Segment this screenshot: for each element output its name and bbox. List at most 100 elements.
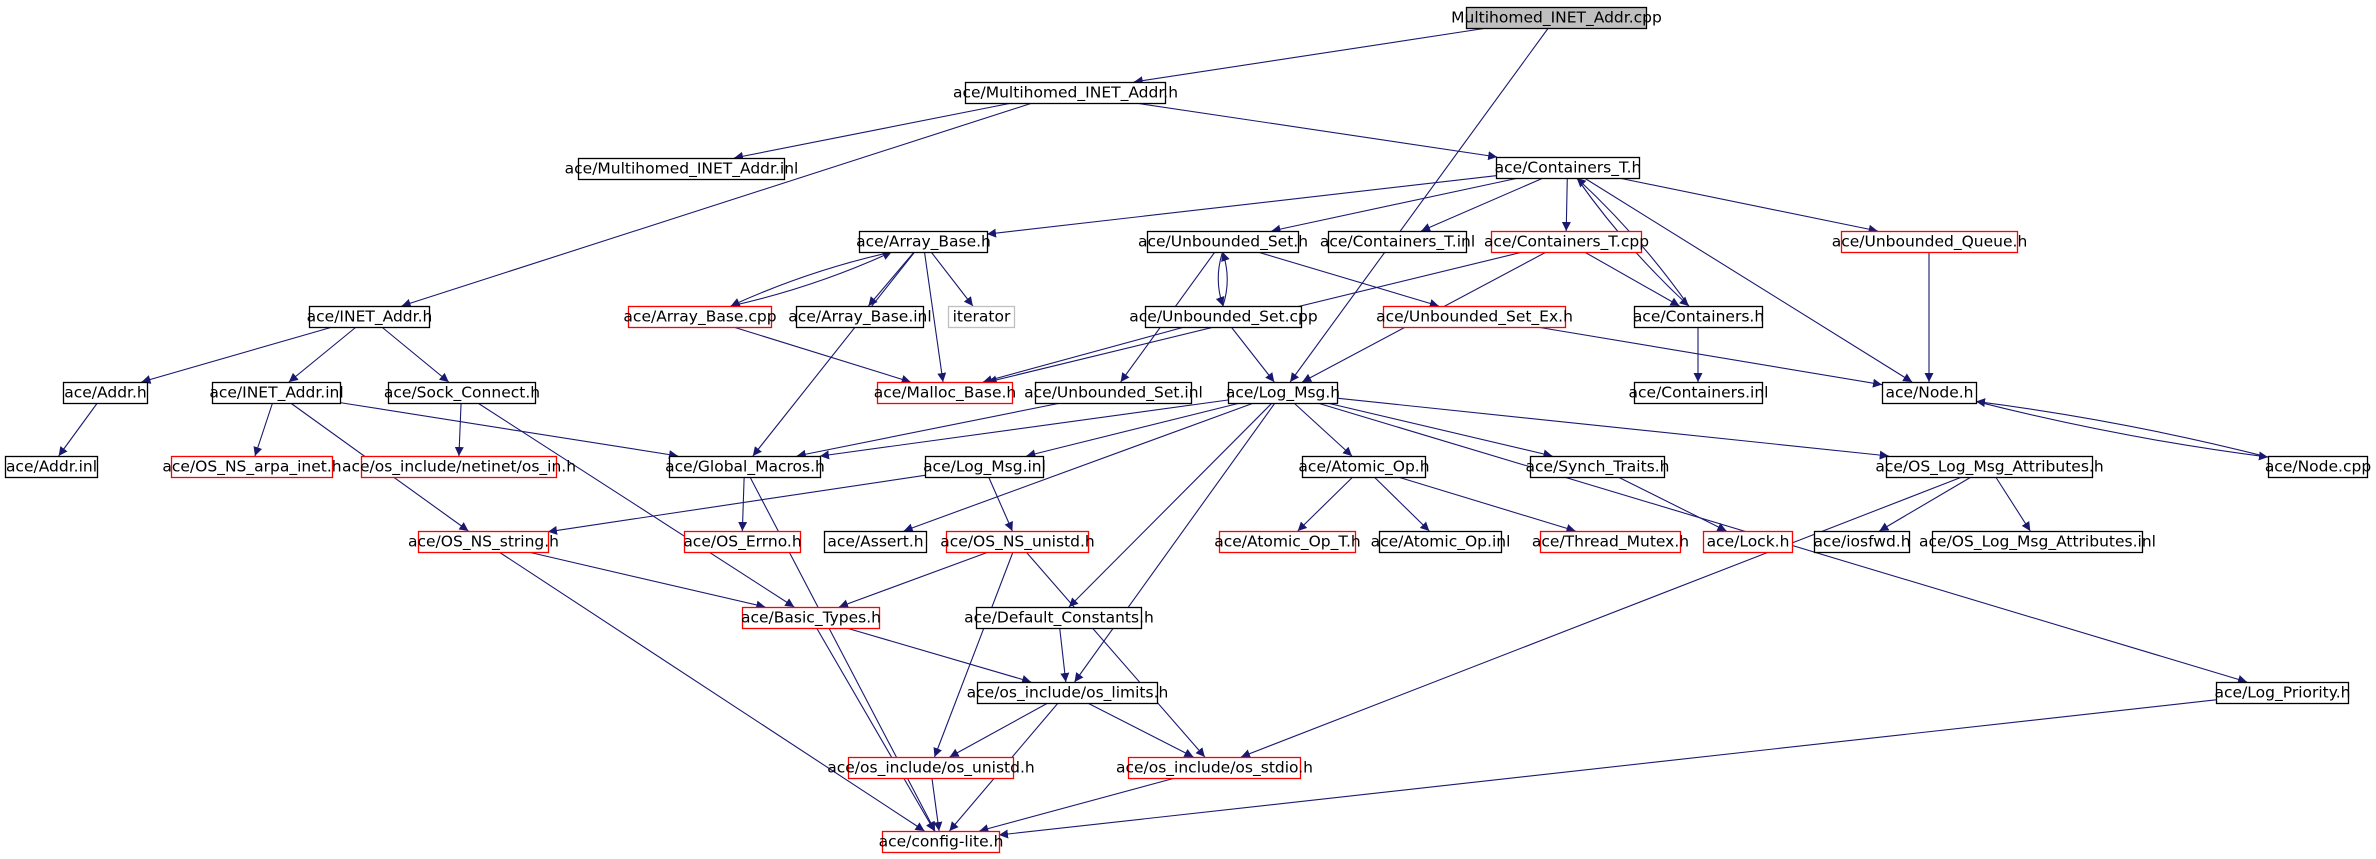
- graph-node-os-log-msg-attr-inl: ace/OS_Log_Msg_Attributes.inl: [1919, 530, 2156, 554]
- node-box: [211, 381, 342, 405]
- node-box: [1529, 455, 1666, 479]
- node-label: ace/Unbounded_Set.h: [1138, 233, 1308, 252]
- graph-node-cont-t-inl: ace/Containers_T.inl: [1320, 230, 1475, 254]
- graph-nodes: Multihomed_INET_Addr.cpp ace/Multihomed_I…: [4, 6, 2371, 854]
- node-box: [823, 530, 928, 554]
- graph-node-inet-addr-h: ace/INET_Addr.h: [307, 305, 433, 329]
- graph-node-iosfwd-h: ace/iosfwd.h: [1813, 530, 1911, 554]
- graph-node-inet-addr-inl: ace/INET_Addr.inl: [209, 381, 344, 405]
- graph-node-cont-t-cpp: ace/Containers_T.cpp: [1484, 230, 1649, 254]
- node-box: [1633, 305, 1764, 329]
- graph-node-unb-queue-h: ace/Unbounded_Queue.h: [1832, 230, 2027, 254]
- graph-node-default-constants-h: ace/Default_Constants.h: [964, 606, 1154, 630]
- node-label: ace/Atomic_Op.h: [1298, 458, 1429, 477]
- node-box: [1146, 230, 1300, 254]
- node-label: ace/Log_Priority.h: [2215, 684, 2351, 703]
- node-label: ace/os_include/netinet/os_in.h: [342, 458, 576, 477]
- edge-node-h-to-node-cpp: [1975, 400, 2269, 461]
- edge-log-msg-h-to-atomic-op-h: [1293, 402, 1353, 457]
- node-box: [1144, 305, 1303, 329]
- node-label: ace/Log_Msg.inl: [923, 458, 1046, 477]
- graph-node-os-ns-arpa-inet-h: ace/OS_NS_arpa_inet.h: [162, 455, 342, 479]
- node-label: ace/Atomic_Op_T.h: [1214, 533, 1361, 552]
- node-label: ace/Array_Base.inl: [788, 308, 931, 327]
- edge-log-msg-inl-to-os-ns-unistd-h: [988, 476, 1013, 532]
- node-box: [1840, 230, 2019, 254]
- edge-os-ns-string-h-to-config-lite-h: [498, 551, 925, 832]
- node-box: [1034, 381, 1193, 405]
- node-box: [858, 230, 989, 254]
- node-label: ace/Node.h: [1886, 384, 1974, 402]
- node-label: ace/os_include/os_stdio.h: [1116, 759, 1313, 778]
- graph-node-mh-h: ace/Multihomed_INET_Addr.h: [953, 81, 1178, 105]
- graph-node-unb-set-inl: ace/Unbounded_Set.inl: [1024, 381, 1203, 405]
- node-box: [1495, 156, 1641, 180]
- node-label: ace/OS_Log_Msg_Attributes.inl: [1919, 533, 2156, 552]
- node-label: ace/Basic_Types.h: [741, 609, 881, 628]
- graph-node-os-stdio-h: ace/os_include/os_stdio.h: [1116, 756, 1313, 780]
- edge-node-cpp-to-node-h: [1975, 398, 2269, 458]
- edge-atomic-op-h-to-atomic-op-t-h: [1297, 476, 1354, 532]
- edge-unb-set-cpp-to-unb-set-h: [1221, 251, 1230, 307]
- node-box: [795, 305, 925, 329]
- node-label: ace/Global_Macros.h: [665, 458, 825, 477]
- node-box: [360, 455, 558, 479]
- edge-cont-t-h-to-cont-t-inl: [1420, 177, 1544, 232]
- node-label: ace/Multihomed_INET_Addr.h: [953, 84, 1178, 103]
- graph-node-unb-set-ex-h: ace/Unbounded_Set_Ex.h: [1376, 305, 1573, 329]
- node-label: ace/OS_NS_string.h: [408, 533, 559, 552]
- edge-inet-addr-inl-to-os-ns-arpa-inet-h: [253, 402, 274, 457]
- edge-array-base-cpp-to-array-base-h: [730, 251, 892, 307]
- node-box: [1813, 530, 1911, 554]
- node-label: ace/Containers_T.cpp: [1484, 233, 1649, 252]
- node-box: [1931, 530, 2144, 554]
- edge-array-base-h-to-malloc-base-h: [923, 251, 947, 383]
- graph-node-os-ns-unistd-h: ace/OS_NS_unistd.h: [940, 530, 1095, 554]
- node-box: [741, 606, 881, 630]
- edge-cont-t-h-to-unb-set-h: [1271, 177, 1519, 234]
- edge-array-base-h-to-array-base-inl: [867, 251, 915, 307]
- graph-node-thread-mutex-h: ace/Thread_Mutex.h: [1532, 530, 1689, 554]
- node-box: [1301, 455, 1427, 479]
- graph-node-cont-t-h: ace/Containers_T.h: [1495, 156, 1641, 180]
- edge-mh-h-to-cont-t-h: [1135, 102, 1498, 161]
- graph-node-root: Multihomed_INET_Addr.cpp: [1451, 6, 1662, 30]
- node-label: ace/OS_NS_arpa_inet.h: [162, 458, 341, 477]
- edge-unb-set-inl-to-global-macros-h: [796, 402, 1061, 459]
- edge-unb-set-cpp-to-log-msg-h: [1230, 326, 1275, 383]
- node-box: [1633, 381, 1764, 405]
- node-label: ace/Containers_T.inl: [1320, 233, 1475, 252]
- edge-log-msg-h-to-synch-traits-h: [1327, 402, 1553, 459]
- graph-node-global-macros-h: ace/Global_Macros.h: [665, 455, 825, 479]
- graph-node-os-in-h: ace/os_include/netinet/os_in.h: [342, 455, 576, 479]
- edge-os-limits-h-to-os-stdio-h: [1087, 702, 1194, 758]
- node-label: ace/Synch_Traits.h: [1526, 458, 1670, 477]
- graph-node-lock-h: ace/Lock.h: [1702, 530, 1794, 554]
- node-label: ace/INET_Addr.h: [307, 308, 433, 327]
- node-box: [387, 381, 537, 405]
- graph-node-config-lite-h: ace/config-lite.h: [879, 830, 1003, 854]
- node-box: [1885, 455, 2094, 479]
- edge-os-limits-h-to-os-unistd-h: [949, 702, 1049, 758]
- node-label: ace/Log_Msg.h: [1226, 384, 1340, 403]
- graph-node-array-base-h: ace/Array_Base.h: [856, 230, 991, 254]
- edge-cont-t-h-to-node-h: [1584, 177, 1913, 383]
- edge-array-base-cpp-to-malloc-base-h: [733, 326, 911, 384]
- node-box: [876, 381, 1014, 405]
- graph-node-node-h: ace/Node.h: [1881, 381, 1978, 405]
- graph-node-log-msg-h: ace/Log_Msg.h: [1226, 381, 1340, 405]
- node-box: [881, 830, 1001, 854]
- node-box: [976, 681, 1159, 705]
- node-label: ace/Lock.h: [1707, 533, 1790, 551]
- edge-cont-t-h-to-array-base-h: [986, 175, 1497, 238]
- edge-sock-connect-h-to-basic-types-h: [477, 402, 795, 608]
- edge-unb-set-h-to-unb-set-ex-h: [1257, 251, 1439, 308]
- edge-global-macros-h-to-os-errno-h: [738, 476, 748, 532]
- node-label: ace/Addr.h: [64, 384, 147, 402]
- node-label: ace/OS_Errno.h: [683, 533, 801, 552]
- edge-os-stdio-h-to-config-lite-h: [979, 777, 1176, 833]
- edge-inet-addr-inl-to-global-macros-h: [339, 402, 679, 460]
- node-label: ace/Default_Constants.h: [964, 609, 1154, 628]
- edge-log-msg-h-to-global-macros-h: [819, 399, 1229, 460]
- node-box: [1227, 381, 1339, 405]
